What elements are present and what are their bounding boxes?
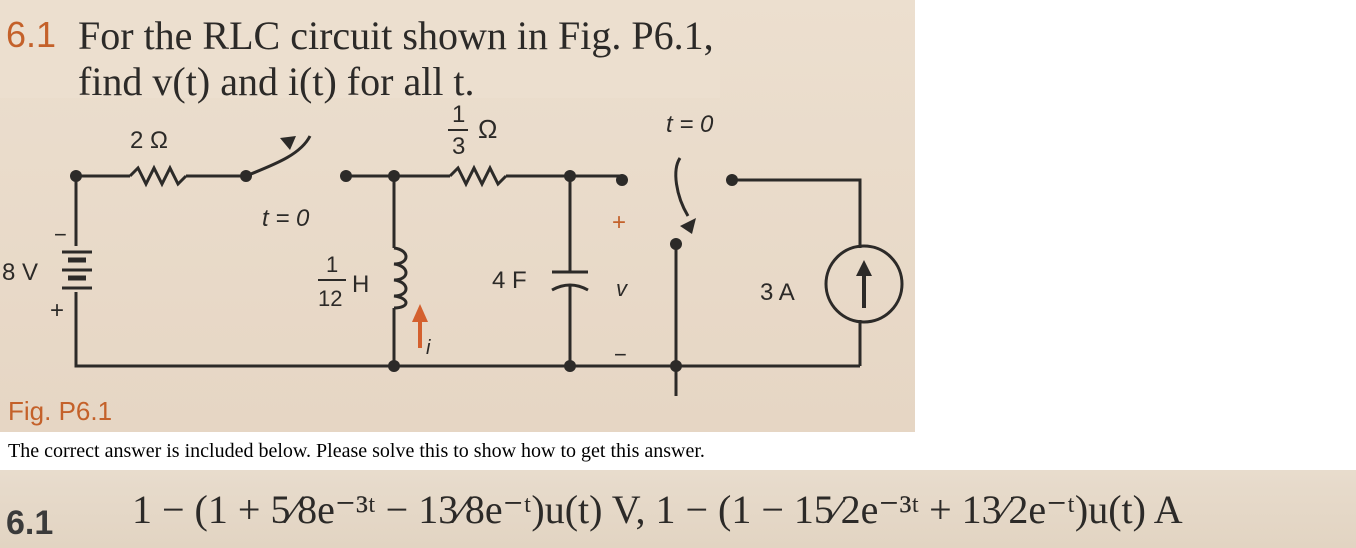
label-switch-1: t = 0 bbox=[262, 205, 310, 232]
switch-2-arrow-icon bbox=[680, 218, 696, 234]
voltage-source-8v bbox=[62, 250, 92, 290]
circuit-diagram: 2 Ω 1 3 Ω t = 0 t = 0 8 V − + 1 12 H i 4… bbox=[2, 101, 904, 396]
label-r2-den: 3 bbox=[452, 133, 465, 160]
inductor-coil bbox=[393, 246, 408, 310]
wire-switch2-source bbox=[732, 178, 862, 248]
problem-text-line2: find v(t) and i(t) for all t. bbox=[78, 59, 475, 104]
problem-text-line1: For the RLC circuit shown in Fig. P6.1, bbox=[78, 13, 714, 58]
label-r2-num: 1 bbox=[452, 101, 465, 128]
label-source-v: 8 V bbox=[2, 259, 38, 286]
label-inductor-num: 1 bbox=[326, 252, 338, 277]
label-plus: + bbox=[50, 297, 64, 324]
answer-text: 1 − (1 + 5⁄8e⁻³ᵗ − 13⁄8e⁻ᵗ)u(t) V, 1 − (… bbox=[132, 487, 1183, 532]
resistor-third-ohm bbox=[448, 164, 508, 188]
label-switch-2: t = 0 bbox=[666, 111, 714, 138]
label-v-minus: − bbox=[614, 342, 627, 367]
up-arrow-icon bbox=[856, 260, 872, 308]
switch-1-blade bbox=[245, 135, 312, 178]
problem-number: 6.1 bbox=[6, 14, 57, 55]
wire-bottom bbox=[74, 292, 860, 368]
label-current: i bbox=[426, 337, 431, 359]
answer-number: 6.1 bbox=[6, 504, 54, 542]
current-arrow-icon bbox=[412, 304, 428, 348]
textbook-photo-header bbox=[0, 0, 720, 98]
label-r1: 2 Ω bbox=[130, 127, 168, 154]
label-inductor-den: 12 bbox=[318, 286, 342, 311]
label-r2-unit: Ω bbox=[478, 114, 497, 144]
circuit-nodes bbox=[70, 170, 738, 372]
current-source bbox=[824, 244, 904, 324]
label-v-plus: + bbox=[612, 209, 626, 236]
answer-note: The correct answer is included below. Pl… bbox=[8, 440, 705, 462]
label-minus: − bbox=[54, 222, 67, 247]
label-inductor-unit: H bbox=[352, 271, 369, 298]
textbook-photo-bottom bbox=[0, 470, 1356, 548]
switch-2-blade bbox=[674, 157, 690, 217]
resistor-2-ohm bbox=[128, 164, 188, 188]
switch-1-arrow-icon bbox=[280, 136, 296, 150]
capacitor-plate-bottom bbox=[551, 283, 589, 292]
label-capacitor: 4 F bbox=[492, 267, 527, 294]
label-source-i: 3 A bbox=[760, 279, 795, 306]
label-v: v bbox=[616, 276, 629, 301]
figure-caption: Fig. P6.1 bbox=[8, 396, 113, 426]
